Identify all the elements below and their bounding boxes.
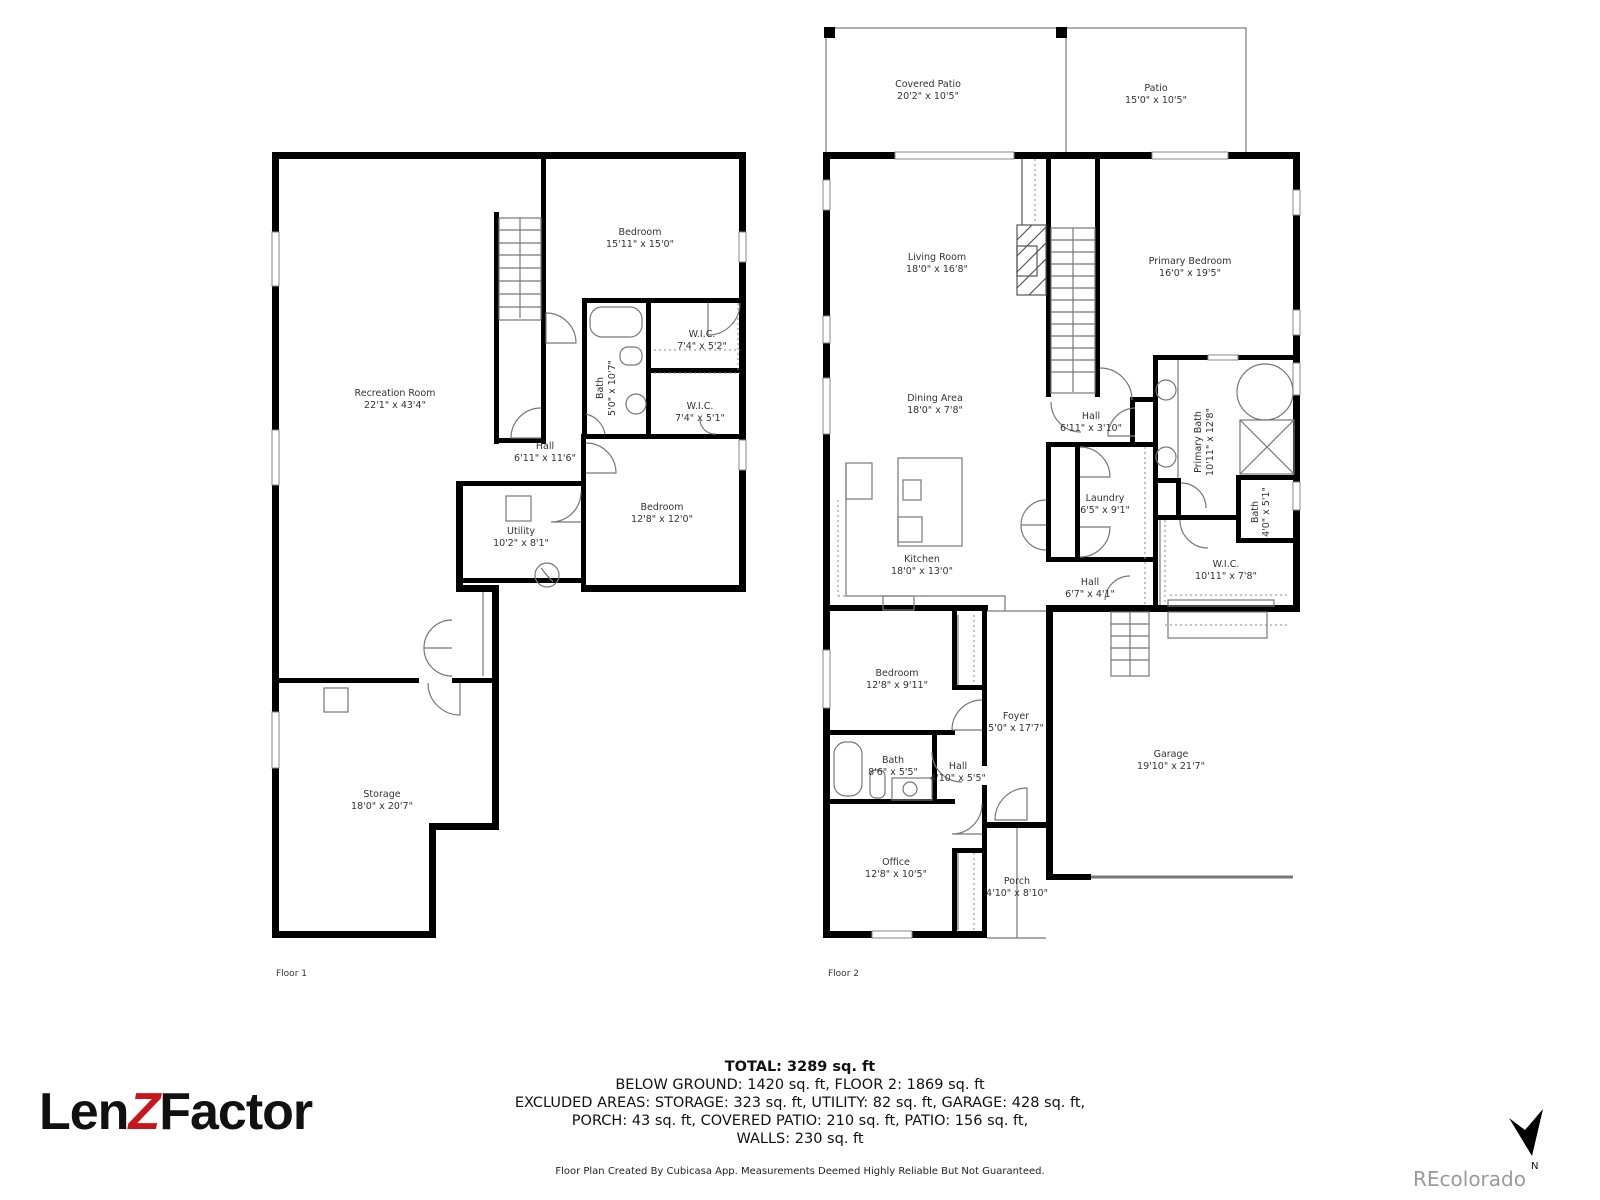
room-hall-f2a-name: Hall (1082, 411, 1100, 422)
room-dining-name: Dining Area (907, 393, 963, 404)
room-wic-2-dim: 7'4" x 5'1" (675, 413, 725, 424)
room-kitchen-dim: 18'0" x 13'0" (891, 566, 953, 577)
room-storage-name: Storage (363, 789, 400, 800)
disclaimer: Floor Plan Created By Cubicasa App. Meas… (555, 1166, 1045, 1177)
room-bath-f1-name: Bath (595, 377, 606, 399)
area-breakdown-line-1: BELOW GROUND: 1420 sq. ft, FLOOR 2: 1869… (615, 1077, 985, 1093)
room-storage-dim: 18'0" x 20'7" (351, 801, 413, 812)
room-hall-f1-name: Hall (536, 441, 554, 452)
room-primary-bedroom-dim: 16'0" x 19'5" (1159, 268, 1221, 279)
room-porch-dim: 4'10" x 8'10" (986, 888, 1048, 899)
room-wic-f2-name: W.I.C. (1213, 559, 1240, 570)
room-covered-patio-name: Covered Patio (895, 79, 961, 90)
logo-text-factor: Factor (159, 1083, 313, 1141)
recolorado-watermark: REcolorado (1413, 1167, 1526, 1191)
room-foyer-dim: 5'0" x 17'7" (988, 723, 1044, 734)
room-bedroom-f2-name: Bedroom (876, 668, 919, 679)
room-bedroom-2-name: Bedroom (641, 502, 684, 513)
room-patio-name: Patio (1144, 83, 1167, 94)
room-living-name: Living Room (908, 252, 966, 263)
room-bath-f2b-name: Bath (882, 755, 904, 766)
room-recreation-name: Recreation Room (355, 388, 436, 399)
room-foyer-name: Foyer (1003, 711, 1029, 722)
room-utility-name: Utility (507, 526, 535, 537)
room-bath-f1-dim: 5'0" x 10'7" (607, 360, 618, 416)
north-arrow-icon (1509, 1109, 1543, 1156)
room-hall-f2c-dim: 4'10" x 5'5" (930, 773, 986, 784)
room-hall-f2a-dim: 6'11" x 3'10" (1060, 423, 1122, 434)
room-bath-f2a-dim: 4'0" x 5'1" (1261, 487, 1272, 537)
room-bedroom-2-dim: 12'8" x 12'0" (631, 514, 693, 525)
room-dining-dim: 18'0" x 7'8" (907, 405, 963, 416)
room-primary-bath-dim: 10'11" x 12'8" (1205, 408, 1216, 476)
floor-2-label: Floor 2 (828, 969, 859, 979)
logo-text-len: Len (39, 1083, 129, 1141)
room-laundry-name: Laundry (1086, 493, 1125, 504)
room-porch-name: Porch (1004, 876, 1030, 887)
room-labels: Recreation Room 22'1" x 43'4" Bedroom 15… (351, 79, 1272, 899)
total-area: TOTAL: 3289 sq. ft (724, 1059, 876, 1075)
room-laundry-dim: 6'5" x 9'1" (1080, 505, 1130, 516)
room-bedroom-1-name: Bedroom (619, 227, 662, 238)
room-office-name: Office (882, 857, 910, 868)
room-wic-1-name: W.I.C. (689, 329, 716, 340)
room-covered-patio-dim: 20'2" x 10'5" (897, 91, 959, 102)
room-wic-f2-dim: 10'11" x 7'8" (1195, 571, 1257, 582)
room-utility-dim: 10'2" x 8'1" (493, 538, 549, 549)
area-breakdown-line-2: EXCLUDED AREAS: STORAGE: 323 sq. ft, UTI… (514, 1095, 1086, 1111)
room-office-dim: 12'8" x 10'5" (865, 869, 927, 880)
area-breakdown-line-4: WALLS: 230 sq. ft (736, 1131, 864, 1147)
room-garage-dim: 19'10" x 21'7" (1137, 761, 1205, 772)
logo-text-z: Z (128, 1083, 160, 1141)
room-hall-f2b-name: Hall (1081, 577, 1099, 588)
room-primary-bedroom-name: Primary Bedroom (1149, 256, 1232, 267)
room-bath-f2a-name: Bath (1250, 501, 1261, 523)
lenzfactor-logo: LenZFactor (39, 1082, 313, 1142)
floor-1-plan (271, 152, 747, 938)
floor-1-label: Floor 1 (276, 969, 307, 979)
room-patio-dim: 15'0" x 10'5" (1125, 95, 1187, 106)
room-bedroom-f2-dim: 12'8" x 9'11" (866, 680, 928, 691)
room-hall-f2b-dim: 6'7" x 4'1" (1065, 589, 1115, 600)
room-bath-f2b-dim: 8'6" x 5'5" (868, 767, 918, 778)
area-summary: TOTAL: 3289 sq. ft BELOW GROUND: 1420 sq… (0, 1058, 1600, 1148)
room-wic-2-name: W.I.C. (687, 401, 714, 412)
room-recreation-dim: 22'1" x 43'4" (364, 400, 426, 411)
room-living-dim: 18'0" x 16'8" (906, 264, 968, 275)
area-breakdown-line-3: PORCH: 43 sq. ft, COVERED PATIO: 210 sq.… (571, 1113, 1029, 1129)
room-hall-f2c-name: Hall (949, 761, 967, 772)
room-bedroom-1-dim: 15'11" x 15'0" (606, 239, 674, 250)
floor-2-plan (822, 27, 1301, 939)
north-label: N (1531, 1161, 1539, 1172)
room-hall-f1-dim: 6'11" x 11'6" (514, 453, 576, 464)
room-kitchen-name: Kitchen (904, 554, 940, 565)
room-primary-bath-name: Primary Bath (1193, 411, 1204, 473)
room-garage-name: Garage (1154, 749, 1189, 760)
room-wic-1-dim: 7'4" x 5'2" (677, 341, 727, 352)
